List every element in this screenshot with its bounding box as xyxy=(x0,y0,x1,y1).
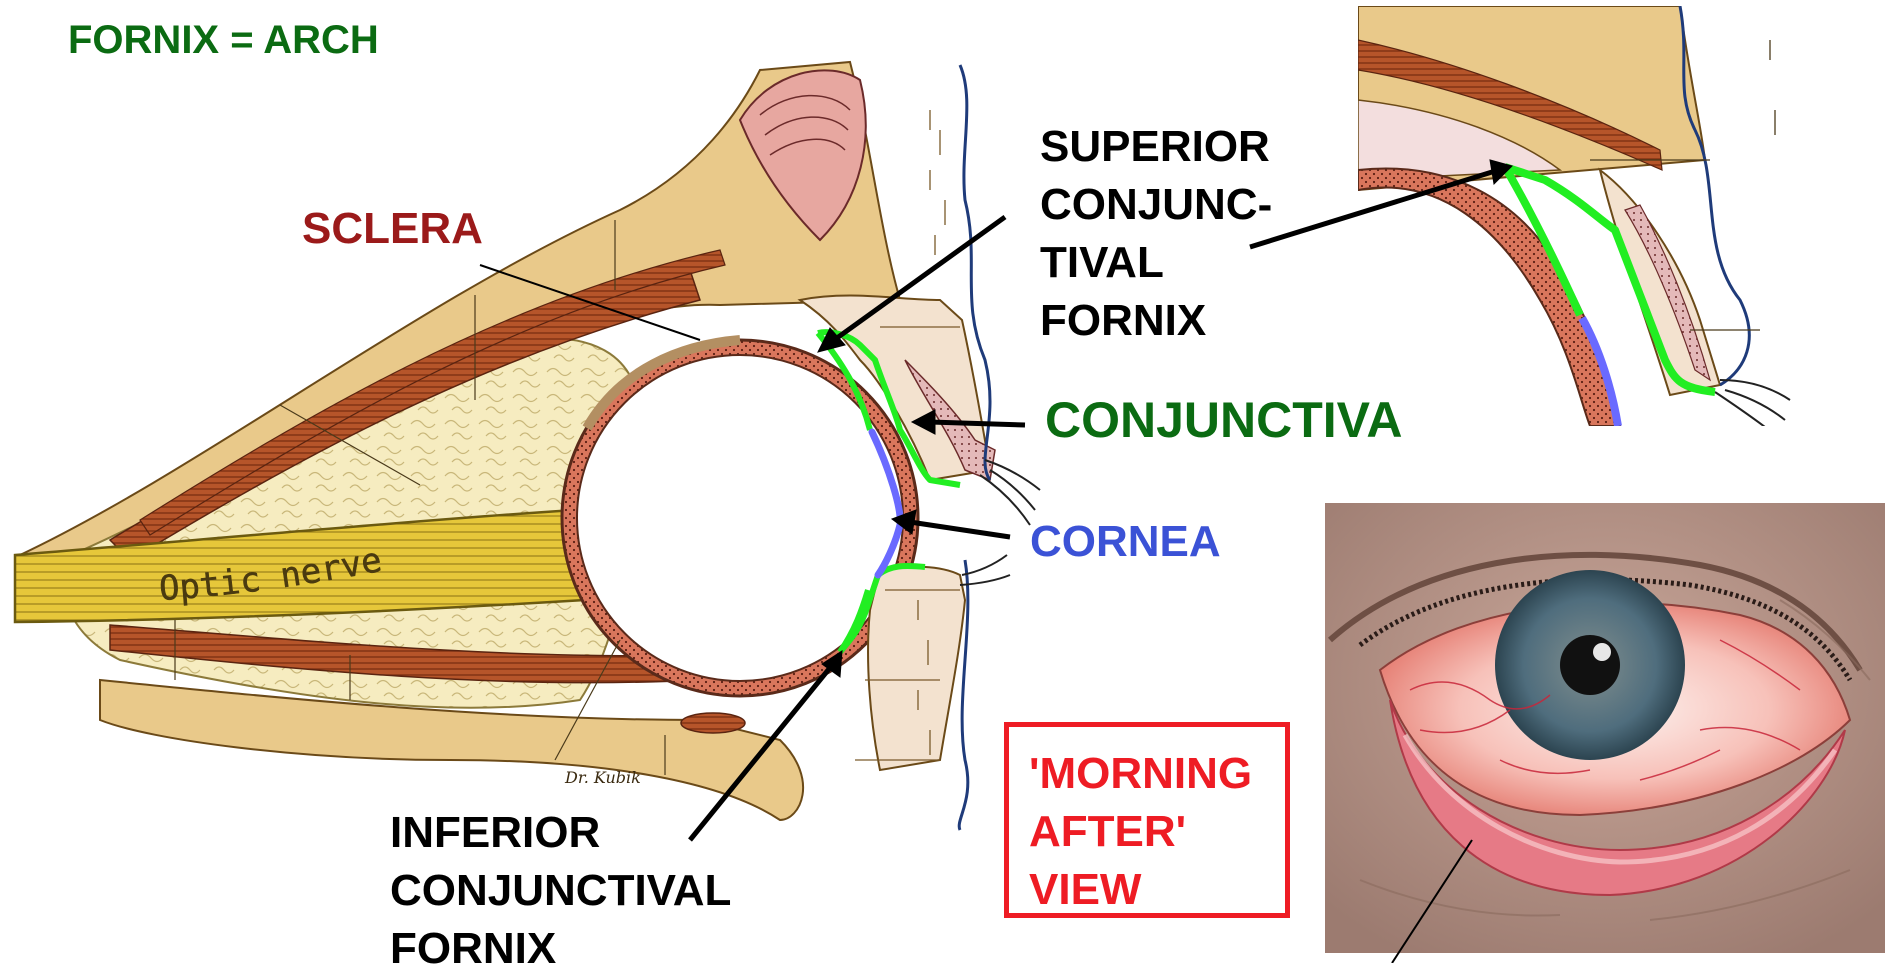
sclera-label: SCLERA xyxy=(302,207,483,251)
morning-after-line-1: 'MORNING xyxy=(1029,745,1252,803)
inferior-conjunctival-fornix-label: INFERIOR CONJUNCTIVAL FORNIX xyxy=(390,804,731,978)
inferior-fornix-line-2: CONJUNCTIVAL xyxy=(390,862,731,920)
artist-signature: Dr. Kubik xyxy=(564,768,641,787)
morning-after-line-3: VIEW xyxy=(1029,861,1252,919)
superior-fornix-line-2: CONJUNC- xyxy=(1040,176,1272,234)
conjunctiva-label: CONJUNCTIVA xyxy=(1045,395,1402,445)
sagittal-eye-drawing: Dr. Kubik Optic nerve xyxy=(15,62,1040,830)
morning-after-box: 'MORNING AFTER' VIEW xyxy=(1004,722,1290,918)
inferior-fornix-line-3: FORNIX xyxy=(390,920,731,978)
morning-after-eye-photo xyxy=(1325,503,1885,953)
morning-after-label: 'MORNING AFTER' VIEW xyxy=(1029,745,1252,919)
inferior-fornix-line-1: INFERIOR xyxy=(390,804,731,862)
superior-fornix-line-1: SUPERIOR xyxy=(1040,118,1272,176)
superior-conjunctival-fornix-label: SUPERIOR CONJUNC- TIVAL FORNIX xyxy=(1040,118,1272,350)
superior-fornix-line-4: FORNIX xyxy=(1040,292,1272,350)
cornea-label: CORNEA xyxy=(1030,520,1221,564)
morning-after-line-2: AFTER' xyxy=(1029,803,1252,861)
superior-fornix-inset xyxy=(1358,6,1805,427)
superior-fornix-line-3: TIVAL xyxy=(1040,234,1272,292)
page-title: FORNIX = ARCH xyxy=(68,20,379,60)
